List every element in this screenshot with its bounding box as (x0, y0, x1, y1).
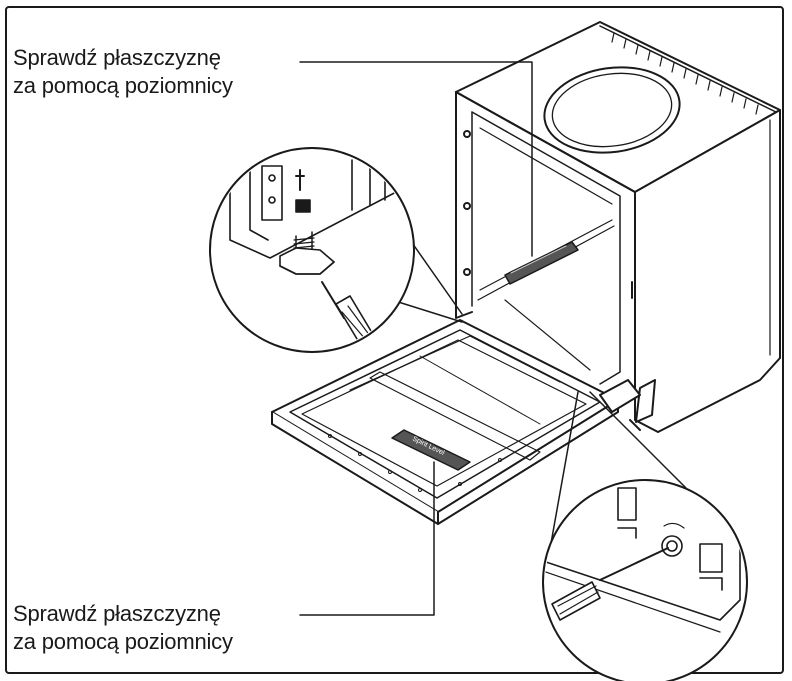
callout-top: Sprawdź płaszczyznę za pomocą poziomnicy (13, 44, 233, 100)
callout-bottom: Sprawdź płaszczyznę za pomocą poziomnicy (13, 600, 233, 656)
callout-bottom-line1: Sprawdź płaszczyznę (13, 601, 221, 626)
top-leader-line (299, 61, 533, 257)
diagram-frame (5, 6, 784, 674)
dishwasher-door (271, 319, 641, 525)
callout-bottom-line2: za pomocą poziomnicy (13, 629, 233, 654)
front-foot-detail (209, 147, 463, 353)
bottom-leader-line (299, 461, 435, 616)
top-vent-slots (611, 32, 759, 115)
cabinet-spirit-level (504, 241, 579, 285)
dishwasher-cabinet (455, 21, 781, 433)
callout-leaders (299, 61, 533, 616)
rear-foot-detail (542, 391, 748, 681)
callout-top-line1: Sprawdź płaszczyznę (13, 45, 221, 70)
callout-top-line2: za pomocą poziomnicy (13, 73, 233, 98)
